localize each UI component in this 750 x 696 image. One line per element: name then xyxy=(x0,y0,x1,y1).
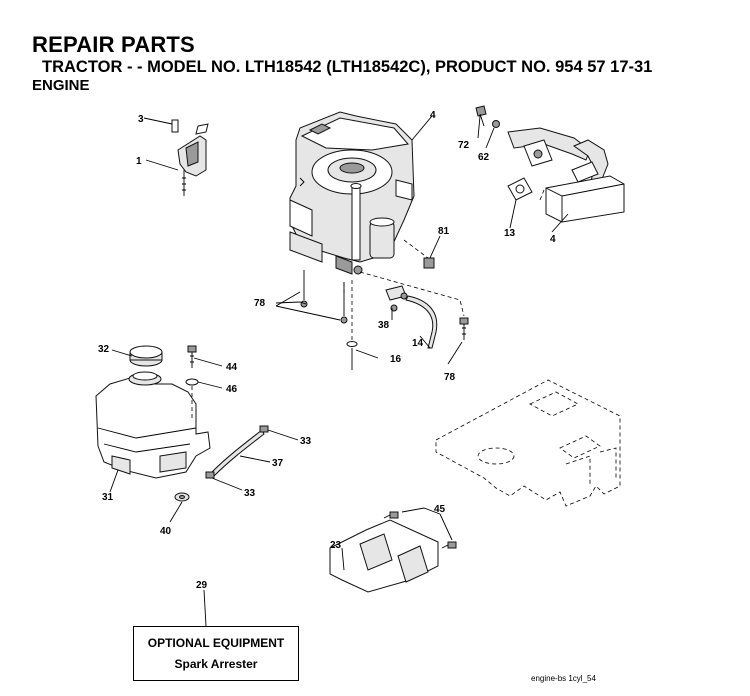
callout-31: 31 xyxy=(102,492,114,503)
muffler-part xyxy=(539,175,625,223)
callout-33-a: 33 xyxy=(300,436,312,447)
leader-lines xyxy=(109,115,569,627)
fuel-cap-part xyxy=(129,345,163,367)
callout-45: 45 xyxy=(434,504,446,515)
spark-arrester-label: Spark Arrester xyxy=(174,657,258,671)
callout-numbers: 3 1 4 72 62 4 13 81 78 38 14 16 78 32 44… xyxy=(98,110,556,591)
engine-part xyxy=(289,111,415,275)
callout-1: 1 xyxy=(136,156,142,167)
callout-16: 16 xyxy=(390,354,402,365)
callout-81: 81 xyxy=(438,226,450,237)
model-subtitle: TRACTOR - - MODEL NO. LTH18542 (LTH18542… xyxy=(42,58,653,76)
callout-38: 38 xyxy=(378,320,390,331)
callout-2: 3 xyxy=(138,114,144,125)
tank-bolt-and-washer xyxy=(185,345,199,420)
callout-23: 23 xyxy=(330,540,342,551)
callout-32: 32 xyxy=(98,344,110,355)
optional-equipment-box: OPTIONAL EQUIPMENT Spark Arrester xyxy=(133,626,299,681)
callout-62: 62 xyxy=(478,152,490,163)
fuel-filter-part xyxy=(385,285,408,312)
page-title: REPAIR PARTS xyxy=(32,32,195,57)
gasket-part xyxy=(507,177,533,201)
frame-reference xyxy=(435,379,621,507)
image-reference-code: engine-bs 1cyl_54 xyxy=(531,674,596,683)
optional-equipment-title: OPTIONAL EQUIPMENT xyxy=(147,636,285,650)
section-title: ENGINE xyxy=(32,77,90,94)
callout-72: 72 xyxy=(458,140,470,151)
callout-33-b: 33 xyxy=(244,488,256,499)
fuel-line-part xyxy=(405,295,438,349)
callout-14: 14 xyxy=(412,338,424,349)
callout-46: 46 xyxy=(226,384,238,395)
callout-40: 40 xyxy=(160,526,172,537)
callout-29: 29 xyxy=(196,580,208,591)
fuel-tank-part xyxy=(95,371,211,479)
callout-13: 13 xyxy=(504,228,516,239)
callout-78-b: 78 xyxy=(444,372,456,383)
callout-4: 4 xyxy=(550,234,556,245)
callout-37: 37 xyxy=(272,458,284,469)
fuel-hose-part xyxy=(205,425,269,479)
callout-78-a: 78 xyxy=(254,298,266,309)
throttle-bracket-part xyxy=(171,119,209,196)
callout-3: 4 xyxy=(430,110,436,121)
bolts-and-washers xyxy=(300,239,469,370)
heat-shield-part xyxy=(329,511,457,593)
callout-44: 44 xyxy=(226,362,238,373)
spacer-part xyxy=(174,492,190,502)
exhaust-pipe-part xyxy=(475,105,609,187)
